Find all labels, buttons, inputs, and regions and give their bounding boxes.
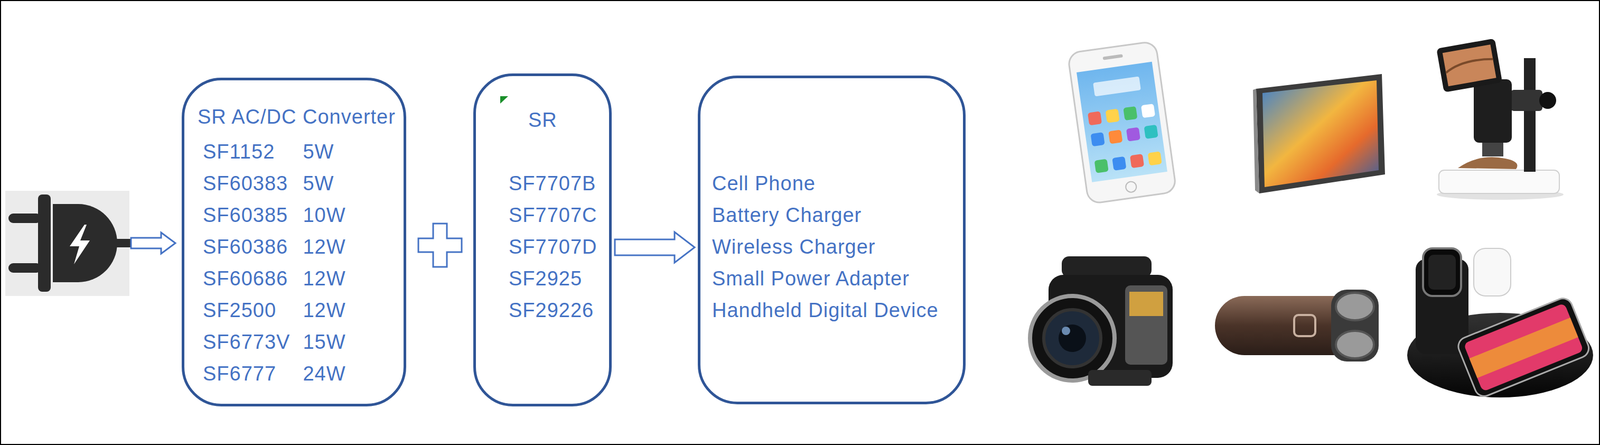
input-arrow	[131, 232, 176, 254]
comment-marker	[500, 96, 509, 104]
box-text: 5W	[302, 139, 334, 164]
box-text: SF2925	[508, 266, 583, 290]
box-text: Battery Charger	[712, 203, 862, 227]
box-text: Small Power Adapter	[712, 266, 910, 290]
box-text: SF7707D	[508, 235, 598, 259]
camcorder-picture	[1030, 256, 1173, 386]
box-text: SF6773V	[202, 330, 290, 354]
box-text: Handheld Digital Device	[712, 298, 939, 322]
box-text: SF1152	[202, 139, 275, 164]
box-text: 12W	[302, 298, 346, 322]
box-text: SF60385	[202, 203, 288, 227]
box-text: SR AC/DC Converter	[197, 105, 396, 129]
plug-icon	[5, 190, 132, 296]
wireless-charger-picture	[1407, 248, 1594, 399]
box-text: 12W	[302, 266, 346, 290]
box-text: 12W	[302, 235, 346, 259]
box-text: SF29226	[508, 298, 594, 322]
plus-sign	[418, 223, 462, 267]
box-text: SF7707C	[508, 203, 598, 227]
converter-box: SR AC/DC ConverterSF1152 5W SF60383 5W SF603…	[181, 77, 407, 407]
box-text: SF60383	[202, 171, 288, 195]
box-text: 24W	[302, 361, 346, 386]
tablet-picture	[1252, 73, 1386, 194]
microscope-picture	[1436, 38, 1564, 200]
box-text: 5W	[302, 171, 334, 195]
box-text: Wireless Charger	[712, 235, 876, 259]
box-text: SF60686	[202, 266, 288, 290]
box-text: Cell Phone	[712, 171, 816, 195]
box-text: SR	[528, 108, 558, 132]
box-text: SF60386	[202, 235, 288, 259]
shaver-picture	[1214, 289, 1379, 362]
flow-arrow	[614, 231, 695, 263]
box-text: SF6777	[202, 361, 277, 386]
sr-box: SR SF7707B SF7707C SF7707D SF2925SF29226	[473, 73, 612, 407]
box-text: 15W	[302, 330, 346, 354]
application-box: Cell PhoneBattery ChargerWireless Charge…	[697, 75, 966, 405]
phone-picture	[1067, 41, 1177, 205]
box-text: SF7707B	[508, 171, 596, 195]
box-text: SF2500	[202, 298, 277, 322]
box-text: 10W	[302, 203, 346, 227]
